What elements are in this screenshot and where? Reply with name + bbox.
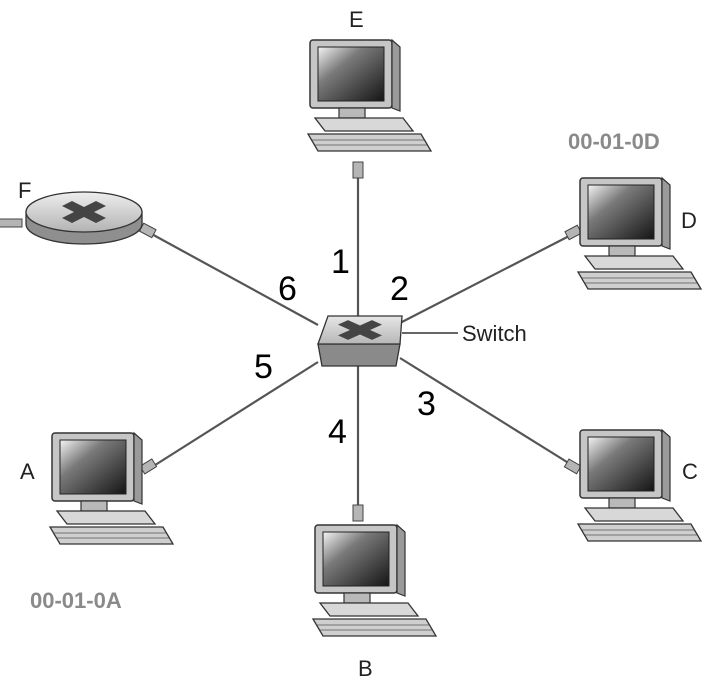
computer-b-icon[interactable] <box>312 524 437 637</box>
port-label-6: 6 <box>278 270 297 308</box>
node-label-d: D <box>681 208 697 233</box>
links <box>147 175 576 510</box>
mac-label-d: 00-01-0D <box>568 129 660 154</box>
computer-c-icon[interactable] <box>577 429 702 542</box>
switch-label: Switch <box>462 321 527 346</box>
link-a <box>151 361 319 468</box>
computer-a-icon[interactable] <box>49 432 174 545</box>
link-connectors <box>138 161 583 522</box>
port-label-3: 3 <box>417 385 436 423</box>
router-icon[interactable] <box>0 191 143 245</box>
port-label-1: 1 <box>331 243 350 281</box>
node-label-c: C <box>682 459 698 484</box>
port-label-4: 4 <box>328 413 347 451</box>
node-label-f: F <box>18 178 31 203</box>
node-label-e: E <box>349 7 364 32</box>
link-f <box>147 231 319 326</box>
computer-d-icon[interactable] <box>577 177 702 290</box>
node-label-b: B <box>358 656 373 680</box>
link-d <box>399 232 576 324</box>
switch-icon[interactable] <box>317 315 403 367</box>
node-label-a: A <box>20 459 35 484</box>
port-label-2: 2 <box>390 270 409 308</box>
link-c <box>399 357 576 468</box>
mac-label-a: 00-01-0A <box>30 588 122 613</box>
port-label-5: 5 <box>254 348 273 386</box>
computer-e-icon[interactable] <box>307 39 432 152</box>
